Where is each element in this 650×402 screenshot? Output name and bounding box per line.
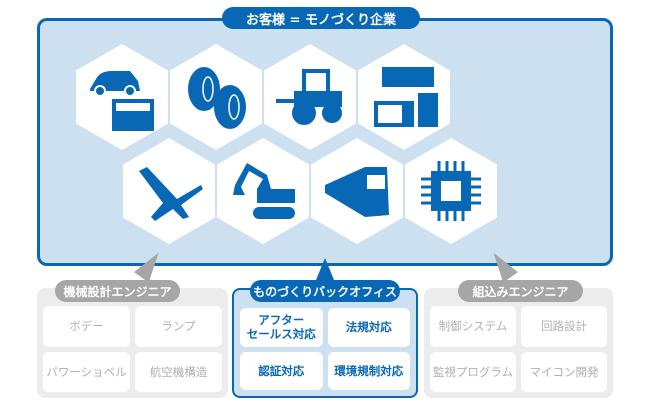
pointer-center [316, 258, 334, 280]
airplane-icon [139, 167, 203, 221]
skill-cell: 法規対応 [327, 308, 410, 347]
embedded-label: 組込みエンジニア [458, 280, 583, 302]
skill-cell: 制御システム [430, 306, 516, 347]
skill-cell: ボデー [43, 306, 130, 347]
skill-cell: 認証対応 [240, 351, 323, 390]
skill-cell: 回路設計 [521, 306, 607, 347]
customer-title: お客様 = モノづくり企業 [222, 7, 420, 29]
skill-cell: 環境規制対応 [327, 351, 410, 390]
backoffice-label: ものづくりバックオフィス [250, 280, 400, 302]
mechanical-panel: ボデー ランプ パワーショベル 航空機構造 [37, 288, 228, 398]
hex-tractor [264, 44, 356, 150]
hex-appliance [358, 44, 450, 150]
embedded-panel: 制御システム 回路設計 監視プログラム マイコン開発 [424, 288, 613, 398]
skill-cell: アフター セールス対応 [240, 308, 323, 347]
backoffice-panel: アフター セールス対応 法規対応 認証対応 環境規制対応 [232, 288, 418, 398]
hex-chip [405, 138, 497, 244]
hex-excavator [217, 138, 309, 244]
train-icon [325, 167, 389, 217]
tire-icon [188, 67, 246, 129]
hex-train [311, 138, 403, 244]
skill-cell: パワーショベル [43, 351, 130, 392]
skill-cell: マイコン開発 [521, 351, 607, 392]
skill-cell: 監視プログラム [430, 351, 516, 392]
hex-airplane [123, 138, 215, 244]
home-appliance-icon [374, 67, 438, 127]
tractor-icon [276, 69, 342, 125]
excavator-icon [233, 163, 295, 219]
skill-cell: ランプ [135, 306, 222, 347]
chip-icon [421, 161, 481, 221]
mechanical-label: 機械設計エンジニア [55, 280, 180, 302]
car-icon [90, 71, 154, 131]
skill-cell: 航空機構造 [135, 351, 222, 392]
